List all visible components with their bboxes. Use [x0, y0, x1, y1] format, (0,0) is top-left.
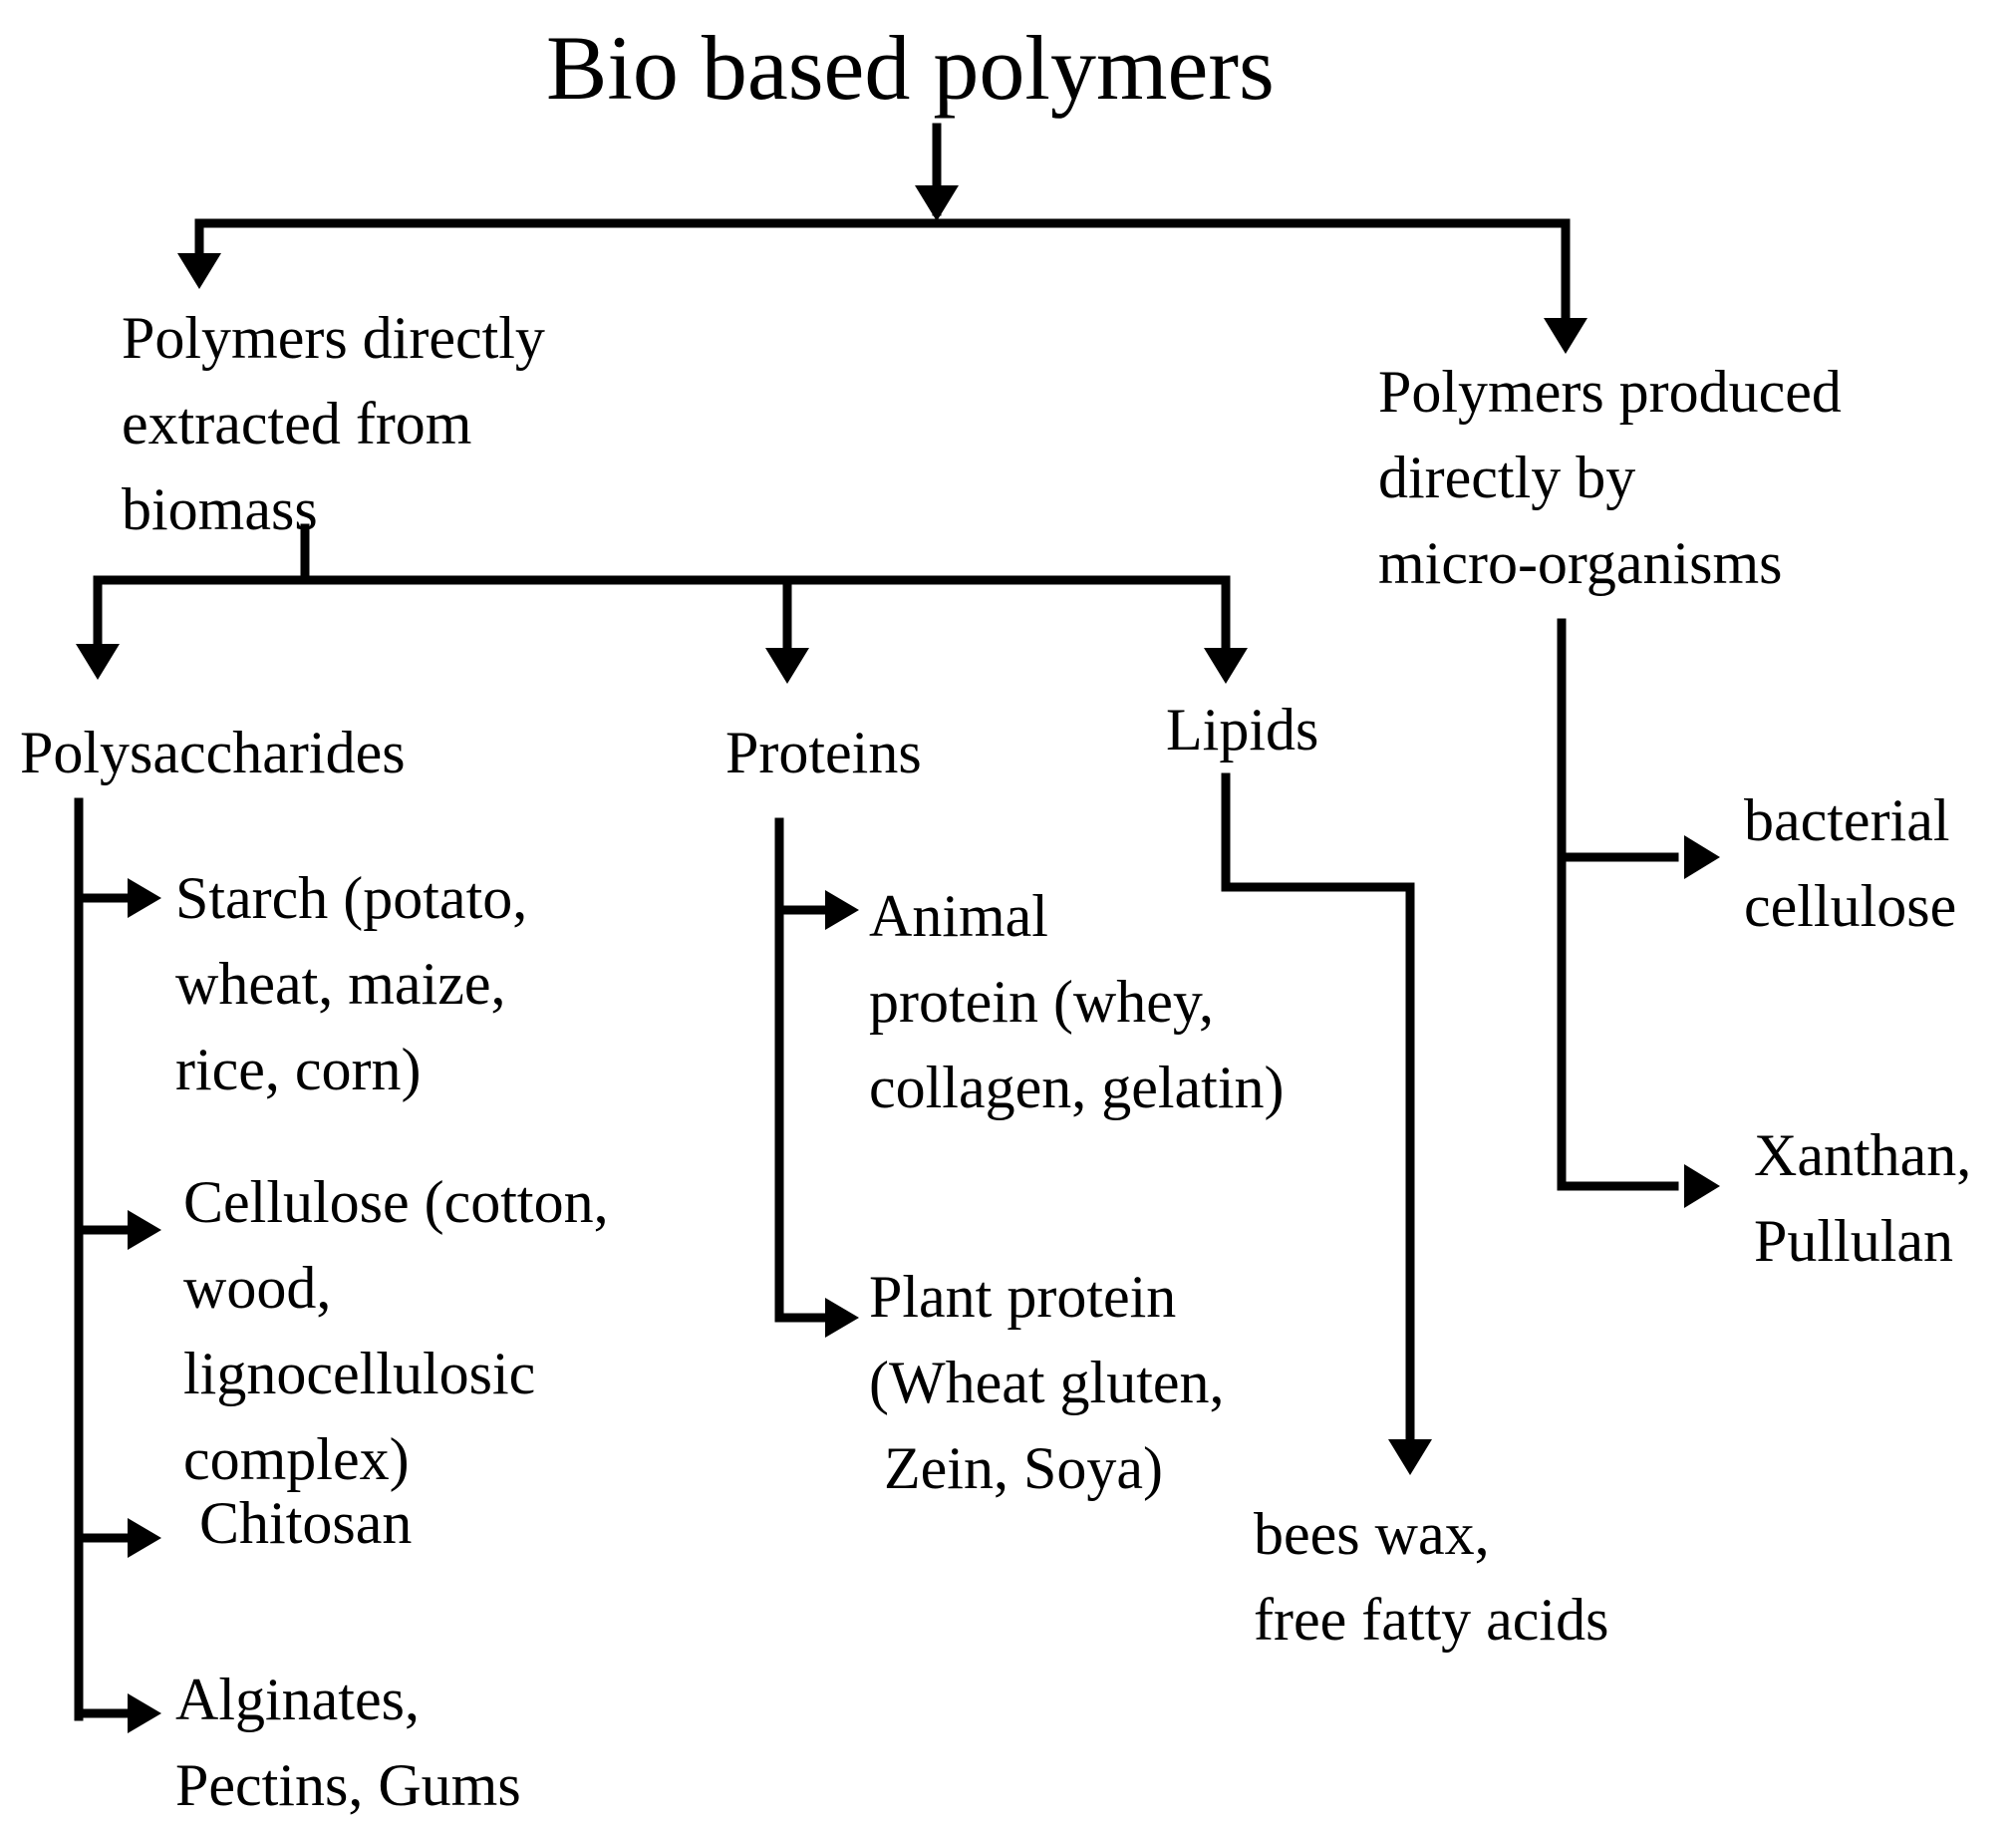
arrowhead-bacterial-cellulose	[1684, 835, 1720, 879]
branch-extracted-from-biomass: Polymers directly extracted from biomass	[122, 305, 545, 542]
chitosan-leaf: Chitosan	[199, 1490, 413, 1556]
arrowhead-microorganisms	[1544, 318, 1587, 354]
cellulose-leaf: Cellulose (cotton, wood, lignocellulosic…	[183, 1169, 609, 1492]
beeswax-leaf: bees wax, free fatty acids	[1254, 1501, 1609, 1653]
alginates-leaf: Alginates, Pectins, Gums	[175, 1667, 521, 1818]
arrowhead-cellulose	[128, 1210, 161, 1250]
arrowhead-extracted	[177, 253, 221, 289]
arrowhead-xanthan	[1684, 1164, 1720, 1208]
xanthan-pullulan-leaf: Xanthan, Pullulan	[1754, 1122, 1972, 1274]
starch-leaf: Starch (potato, wheat, maize, rice, corn…	[175, 865, 528, 1102]
arrowhead-lipids	[1204, 648, 1248, 684]
arrowhead-beeswax	[1388, 1439, 1432, 1475]
arrowhead-root	[915, 185, 959, 221]
arrowhead-plant-protein	[825, 1298, 859, 1338]
diagram-title: Bio based polymers	[546, 17, 1275, 119]
arrowhead-proteins	[765, 648, 809, 684]
arrowhead-chitosan	[128, 1518, 161, 1558]
arrowhead-starch	[128, 878, 161, 918]
polysaccharides-node: Polysaccharides	[20, 720, 406, 785]
proteins-node: Proteins	[725, 720, 922, 785]
lipids-elbow	[1221, 772, 1415, 1460]
arrowhead-animal-protein	[825, 890, 859, 930]
branch-produced-by-microorganisms: Polymers produced directly by micro-orga…	[1378, 359, 1842, 596]
lipids-node: Lipids	[1166, 697, 1319, 762]
plant-protein-leaf: Plant protein (Wheat gluten, Zein, Soya)	[869, 1264, 1225, 1501]
arrowhead-polysaccharides	[76, 644, 120, 680]
animal-protein-leaf: Animal protein (whey, collagen, gelatin)	[869, 883, 1285, 1120]
bacterial-cellulose-leaf: bacterial cellulose	[1744, 787, 1957, 939]
arrowhead-alginates	[128, 1693, 161, 1733]
